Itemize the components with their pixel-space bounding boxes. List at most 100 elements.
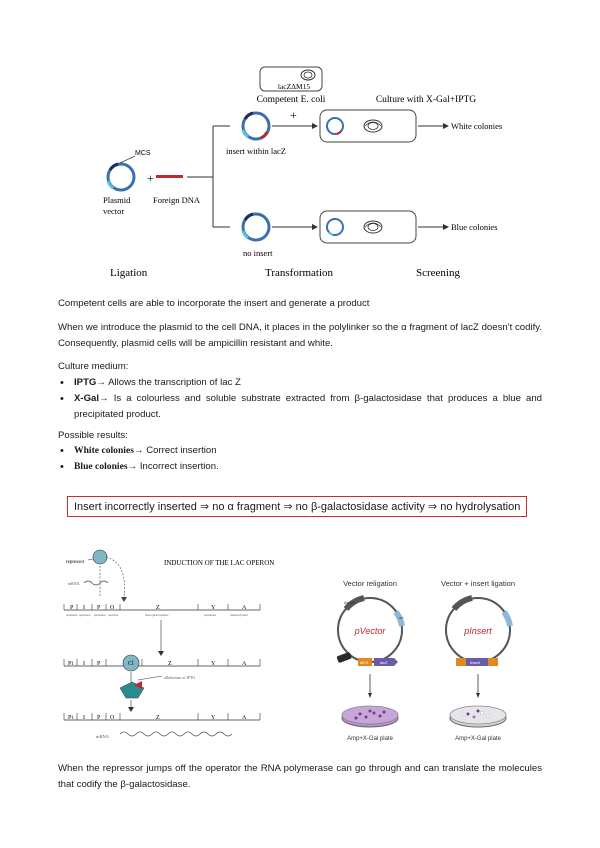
pinsert-plasmid-icon — [445, 595, 513, 666]
left-title: Vector religation — [343, 579, 397, 588]
no-insert-label: no insert — [243, 248, 273, 258]
gene-label: A — [242, 605, 247, 611]
list-item: IPTG→ Allows the transcription of lac Z — [58, 375, 542, 391]
mrna-label: mRNA — [96, 734, 110, 739]
right-title: Vector + insert ligation — [441, 579, 515, 588]
paragraph-repressor: When the repressor jumps off the operato… — [58, 763, 542, 790]
left-plate-icon — [341, 705, 399, 728]
cloning-diagram: lacZΔM15 Competent E. coli Culture with … — [103, 66, 502, 279]
gene-label: O — [110, 715, 115, 721]
gene-label: Pi — [68, 661, 73, 667]
cell-top-chromosome-icon — [363, 119, 383, 133]
no-insert-plasmid-icon — [241, 212, 271, 242]
cell-top-plasmid-icon — [326, 117, 344, 135]
pvector-plasmid-icon — [336, 595, 405, 666]
foreign-dna-label: Foreign DNA — [153, 195, 201, 205]
gene-label: Pi — [68, 715, 73, 721]
operon-row-1: P I P O Z Y A promoter repressor promote… — [63, 604, 261, 617]
plus-sign-2: + — [290, 108, 297, 122]
gene-label: P — [97, 605, 101, 611]
white-term: White colonies — [74, 445, 134, 456]
inducer-label: allolactose or IPTG — [164, 675, 195, 680]
gene-label: Z — [168, 661, 172, 667]
mcs-label: MCS — [360, 661, 369, 665]
pinsert-label: pInsert — [463, 626, 492, 636]
blue-desc: → Incorrect insertion. — [127, 461, 219, 472]
inactive-repressor-icon — [119, 681, 145, 699]
left-plate-label: Amp+X-Gal plate — [347, 736, 394, 742]
mcs-label: MCS — [135, 150, 151, 157]
repressor-label: repressor — [66, 560, 85, 565]
gene-label: P — [97, 661, 101, 667]
competent-label: Competent E. coli — [257, 95, 326, 105]
white-colonies-label: White colonies — [451, 121, 502, 131]
gene-label: Y — [211, 715, 216, 721]
vector-label: vector — [103, 206, 124, 216]
bacterial-chromosome-icon — [300, 69, 316, 81]
gene-label: I — [83, 715, 85, 721]
pvector-label: pVector — [354, 626, 387, 636]
culture-label: Culture with X-Gal+IPTG — [376, 95, 476, 105]
paragraph-plasmid: When we introduce the plasmid to the cel… — [58, 322, 542, 349]
culture-medium-list: IPTG→ Allows the transcription of lac Z … — [58, 375, 542, 423]
gene-label: Cl — [128, 661, 134, 667]
gene-label: Z — [156, 715, 160, 721]
cell-bottom-chromosome-icon — [363, 220, 383, 234]
gene-label: I — [83, 661, 85, 667]
gene-label: Y — [211, 661, 216, 667]
culture-medium-title: Culture medium: — [58, 361, 129, 372]
blue-term: Blue colonies — [74, 461, 128, 472]
xgal-desc: → Is a colourless and soluble substrate … — [74, 393, 542, 420]
foreign-dna-bar — [156, 175, 183, 178]
sub-label: promoter — [94, 613, 107, 617]
operon-row-3: Pi I P O Z Y A — [63, 713, 261, 721]
gene-label: A — [242, 715, 247, 721]
blue-colonies-label: Blue colonies — [451, 222, 498, 232]
bound-repressor-icon — [122, 654, 140, 672]
operon-title: INDUCTION OF THE LAC OPERON — [164, 559, 274, 567]
list-item: White colonies→ Correct insertion — [58, 443, 542, 459]
gene-label: Y — [211, 605, 216, 611]
right-plate-label: Amp+X-Gal plate — [455, 736, 502, 742]
possible-results-title: Possible results: — [58, 430, 128, 441]
list-item: X-Gal→ Is a colourless and soluble subst… — [58, 391, 542, 423]
operon-row-2: Pi I P Cl Z Y A — [63, 654, 261, 672]
sub-label: promoter — [66, 613, 79, 617]
highlight-box: Insert incorrectly inserted ⇒ no α fragm… — [67, 496, 528, 517]
insert-plasmid-icon — [241, 111, 271, 141]
results-list: White colonies→ Correct insertion Blue c… — [58, 443, 542, 475]
list-item: Blue colonies→ Incorrect insertion. — [58, 459, 542, 475]
right-plate-icon — [449, 705, 507, 728]
insert-label: insert within lacZ — [226, 146, 286, 156]
xgal-term: X-Gal — [74, 393, 100, 404]
gene-label: P — [97, 715, 101, 721]
amp-label: AmpR — [344, 600, 355, 605]
sub-label: beta-galactosidase — [145, 613, 169, 617]
gene-label: O — [110, 605, 115, 611]
sub-label: permease — [204, 613, 217, 617]
stage-transformation: Transformation — [265, 267, 334, 279]
insert-bar-label: Insert — [470, 660, 481, 665]
sub-label: operator — [108, 613, 120, 617]
iptg-desc: → Allows the transcription of lac Z — [96, 377, 241, 388]
gene-label: P — [70, 605, 74, 611]
stage-screening: Screening — [416, 267, 460, 279]
cell-bottom-plasmid-icon — [326, 218, 344, 236]
plus-sign: + — [147, 171, 154, 185]
competent-cell-box — [259, 66, 323, 92]
small-mrna-label: mRNA — [68, 581, 80, 586]
white-desc: → Correct insertion — [133, 445, 217, 456]
ori-label: ori — [399, 615, 404, 620]
stage-ligation: Ligation — [110, 267, 148, 279]
sub-label: transacetylase — [230, 613, 248, 617]
lac-operon-diagram: repressor INDUCTION OF THE LAC OPERON mR… — [63, 549, 274, 739]
mrna-strand — [119, 731, 233, 737]
plasmid-label: Plasmid — [103, 195, 131, 205]
blue-white-screen-diagram: Vector religation Vector + insert ligati… — [336, 579, 515, 742]
iptg-term: IPTG — [74, 377, 97, 388]
gene-label: A — [242, 661, 247, 667]
strain-label: lacZΔM15 — [278, 82, 311, 91]
gene-label: I — [83, 605, 85, 611]
lacz-label: lacZ — [380, 660, 388, 665]
repressor-protein-icon — [92, 549, 108, 565]
